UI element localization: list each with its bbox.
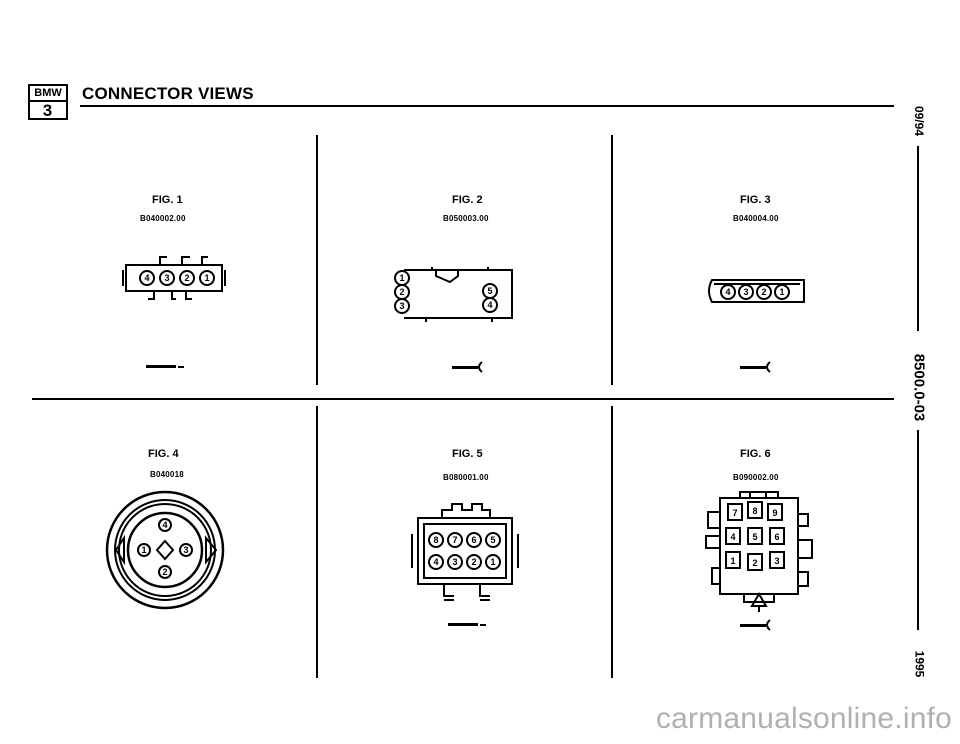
fig6-pin-label: 7 <box>732 508 737 518</box>
fig6-pin-label: 9 <box>772 508 777 518</box>
fig-6-code: B090002.00 <box>733 473 779 482</box>
logo-bmw-text: BMW <box>30 86 66 102</box>
fig6-pin-label: 6 <box>774 532 779 542</box>
fig5-pin-label: 6 <box>471 535 476 545</box>
fig6-pin-label: 3 <box>774 556 779 566</box>
fig-6-connector-drawing: 7 8 9 4 5 6 1 2 3 <box>705 491 813 612</box>
fig6-pin-label: 5 <box>752 532 757 542</box>
divider-top-right <box>611 135 613 385</box>
fig-2-connector-drawing: 1 2 3 5 4 <box>394 267 513 322</box>
fig5-pin-label: 8 <box>433 535 438 545</box>
fig3-pin-label: 4 <box>725 287 730 297</box>
fig3-pin-label: 1 <box>779 287 784 297</box>
divider-bottom-right <box>611 406 613 678</box>
middle-rule <box>32 398 894 400</box>
fig3-pin-label: 2 <box>761 287 766 297</box>
fig-6-view-mark <box>740 619 771 631</box>
fig5-pin-label: 3 <box>452 557 457 567</box>
fig-2-view-mark <box>452 361 483 373</box>
divider-top-left <box>316 135 318 385</box>
fig-3-code: B040004.00 <box>733 214 779 223</box>
fig-5-view-mark <box>448 623 486 626</box>
fig1-pin-label: 3 <box>164 273 169 283</box>
fig6-pin-label: 4 <box>730 532 735 542</box>
fig-1-code: B040002.00 <box>140 214 186 223</box>
header-rule <box>80 105 894 107</box>
fig-3-label: FIG. 3 <box>740 194 771 206</box>
fig5-pin-label: 5 <box>490 535 495 545</box>
fig-5-label: FIG. 5 <box>452 448 483 460</box>
fig-3-view-mark <box>740 361 771 373</box>
sidebar-year: 1995 <box>911 650 926 678</box>
fig-5-connector-drawing: 8 7 6 5 4 3 2 1 <box>411 503 519 601</box>
logo-series-number: 3 <box>42 101 54 120</box>
fig-4-label: FIG. 4 <box>148 448 179 460</box>
fig1-pin-label: 4 <box>144 273 149 283</box>
sidebar-date: 09/94 <box>912 105 926 137</box>
fig5-pin-label: 1 <box>490 557 495 567</box>
fig-2-code: B050003.00 <box>443 214 489 223</box>
watermark-text: carmanualsonline.info <box>655 702 952 735</box>
fig-1-label: FIG. 1 <box>152 194 183 206</box>
fig2-pin-label: 5 <box>487 286 492 296</box>
sidebar-page-number: 8500.0-03 <box>910 353 928 421</box>
fig4-pin-label: 3 <box>183 545 188 555</box>
fig2-pin-label: 3 <box>399 301 404 311</box>
fig4-pin-label: 1 <box>141 545 146 555</box>
fig1-pin-label: 2 <box>184 273 189 283</box>
fig-4-connector-drawing: 4 1 3 2 <box>105 490 225 610</box>
fig6-pin-label: 2 <box>752 558 757 568</box>
fig5-pin-label: 4 <box>433 557 438 567</box>
fig2-pin-label: 2 <box>399 287 404 297</box>
divider-bottom-left <box>316 406 318 678</box>
fig6-pin-label: 8 <box>752 506 757 516</box>
fig4-pin-label: 4 <box>162 520 167 530</box>
fig2-pin-label: 1 <box>399 273 404 283</box>
fig5-pin-label: 2 <box>471 557 476 567</box>
fig2-pin-label: 4 <box>487 300 492 310</box>
fig4-pin-label: 2 <box>162 567 167 577</box>
fig-6-label: FIG. 6 <box>740 448 771 460</box>
fig1-pin-label: 1 <box>204 273 209 283</box>
page-title: CONNECTOR VIEWS <box>82 84 254 103</box>
fig-4-code: B040018 <box>150 470 184 479</box>
fig-2-label: FIG. 2 <box>452 194 483 206</box>
fig3-pin-label: 3 <box>743 287 748 297</box>
fig-5-code: B080001.00 <box>443 473 489 482</box>
fig6-pin-label: 1 <box>730 556 735 566</box>
fig-3-connector-drawing: 4 3 2 1 <box>708 279 805 303</box>
fig5-pin-label: 7 <box>452 535 457 545</box>
fig-1-view-mark <box>146 365 184 368</box>
bmw-3-series-logo: BMW 3 <box>28 84 68 120</box>
fig-1-connector-drawing: 4 3 2 1 <box>122 256 226 300</box>
